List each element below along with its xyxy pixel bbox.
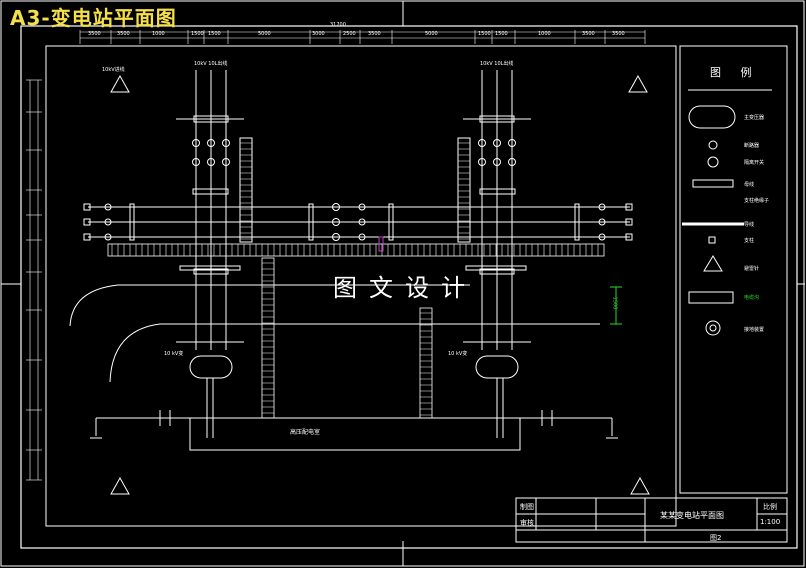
switch-room: [90, 410, 618, 451]
reviewer-label: 审核: [520, 519, 534, 527]
top-dimension-chain: [79, 30, 646, 44]
transformer-label-left: 10 kV变: [164, 351, 184, 357]
busbar-ladder: [107, 243, 605, 257]
title-block: [515, 497, 788, 543]
legend-post-icon: [708, 236, 716, 244]
cursor-marker: [378, 236, 384, 252]
dimension-label: 3500: [117, 31, 130, 37]
legend-cable-trench-icon: [688, 291, 734, 304]
dimension-label: 3500: [612, 31, 625, 37]
dimension-label: 1500: [495, 31, 508, 37]
access-road: [69, 284, 600, 383]
transformers: [189, 355, 519, 438]
transformer-label-right: 10 kV变: [448, 351, 468, 357]
dimension-label: 3000: [312, 31, 325, 37]
legend-label-post: 支柱: [744, 238, 755, 244]
total-dimension-label: 31700: [330, 22, 346, 28]
legend-label-lightning-rod: 避雷针: [744, 266, 760, 272]
dimension-label: 1000: [538, 31, 551, 37]
dimension-label: 1500: [478, 31, 491, 37]
legend-label-busbar: 母线: [744, 182, 755, 188]
side-dimension-label: 1500: [611, 296, 618, 310]
busbar-ticks: [111, 244, 599, 256]
legend-busbar-icon: [692, 179, 734, 188]
trench-ticks: [240, 142, 470, 416]
lightning-rod-symbol: [110, 74, 130, 93]
lightning-rod-symbol: [630, 476, 650, 495]
drawing-name: 某某变电站平面图: [660, 511, 724, 520]
dimension-label: 2500: [343, 31, 356, 37]
legend-label-breaker: 断路器: [744, 143, 760, 149]
legend-transformer-icon: [688, 105, 736, 129]
inner-frame: [20, 25, 798, 549]
legend-label-line: 导线: [744, 222, 755, 228]
drawing-border: [45, 45, 677, 527]
feeder-label-right: 10kV 10L出线: [480, 61, 514, 67]
lower-switches: [176, 265, 531, 343]
legend-disconnector-icon: [707, 156, 719, 168]
legend-label-transformer: 主变压器: [744, 115, 765, 121]
dimension-label: 1500: [208, 31, 221, 37]
legend-breaker-icon: [708, 140, 718, 150]
dimension-label: 3500: [582, 31, 595, 37]
legend-lightning-rod-icon: [703, 255, 723, 272]
line-label-left: 10kV进线: [102, 67, 125, 73]
legend-ground-icon: [705, 320, 721, 336]
left-dimension-chain: [26, 79, 42, 481]
legend-panel: [679, 45, 788, 494]
watermark: 图文设计: [333, 274, 477, 302]
designer-label: 制图: [520, 503, 534, 511]
dimension-label: 3500: [88, 31, 101, 37]
scale-value: 1:100: [760, 518, 781, 526]
legend-title: 图 例: [710, 66, 760, 79]
feeder-label-left: 10kV 10L出线: [194, 61, 228, 67]
horizontal-lines: [83, 203, 633, 241]
legend-label-cable-trench: 电缆沟: [744, 295, 760, 301]
transformer-symbol: [189, 355, 233, 379]
legend-label-insulator: 支柱绝缘子: [744, 198, 770, 204]
sheet-number: 图2: [710, 534, 722, 542]
legend-label-ground: 接地装置: [744, 327, 765, 333]
scale-label: 比例: [763, 503, 777, 511]
legend-label-disconnector: 隔离开关: [744, 160, 765, 166]
switch-room-label: 高压配电室: [290, 429, 321, 436]
dimension-label: 1500: [191, 31, 204, 37]
lightning-rod-symbol: [110, 476, 130, 495]
dimension-label: 3500: [368, 31, 381, 37]
lightning-rod-symbol: [628, 74, 648, 93]
sheet-title: A3-变电站平面图: [10, 6, 177, 30]
transformer-symbol: [475, 355, 519, 379]
dimension-label: 5000: [425, 31, 438, 37]
right-bay: [457, 70, 531, 350]
left-bay: [176, 70, 253, 350]
dimension-label: 1000: [152, 31, 165, 37]
dimension-label: 5000: [258, 31, 271, 37]
